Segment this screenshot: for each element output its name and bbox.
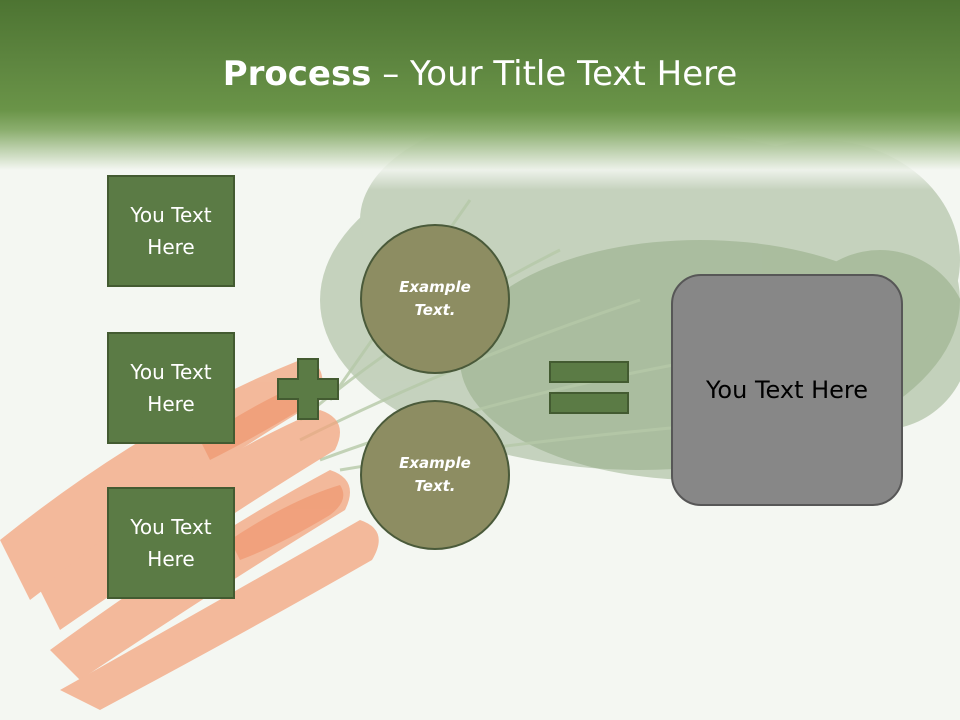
text-box-3[interactable]: You Text Here: [107, 487, 235, 599]
slide-title: Process – Your Title Text Here: [0, 50, 960, 98]
example-circle-2-label: Example Text.: [399, 454, 471, 495]
result-box-label: You Text Here: [705, 376, 869, 404]
header-band: [0, 0, 960, 190]
equals-icon: [549, 361, 629, 414]
text-box-2-label: You Text Here: [130, 360, 212, 416]
example-circle-1[interactable]: Example Text.: [360, 224, 510, 374]
result-box[interactable]: You Text Here: [671, 274, 903, 506]
text-box-3-label: You Text Here: [130, 515, 212, 571]
title-rest-part: – Your Title Text Here: [371, 54, 738, 94]
text-box-1-label: You Text Here: [130, 203, 212, 259]
example-circle-1-label: Example Text.: [399, 278, 471, 319]
plus-icon: [277, 358, 339, 420]
text-box-2[interactable]: You Text Here: [107, 332, 235, 444]
title-bold-part: Process: [222, 54, 372, 94]
example-circle-2[interactable]: Example Text.: [360, 400, 510, 550]
text-box-1[interactable]: You Text Here: [107, 175, 235, 287]
